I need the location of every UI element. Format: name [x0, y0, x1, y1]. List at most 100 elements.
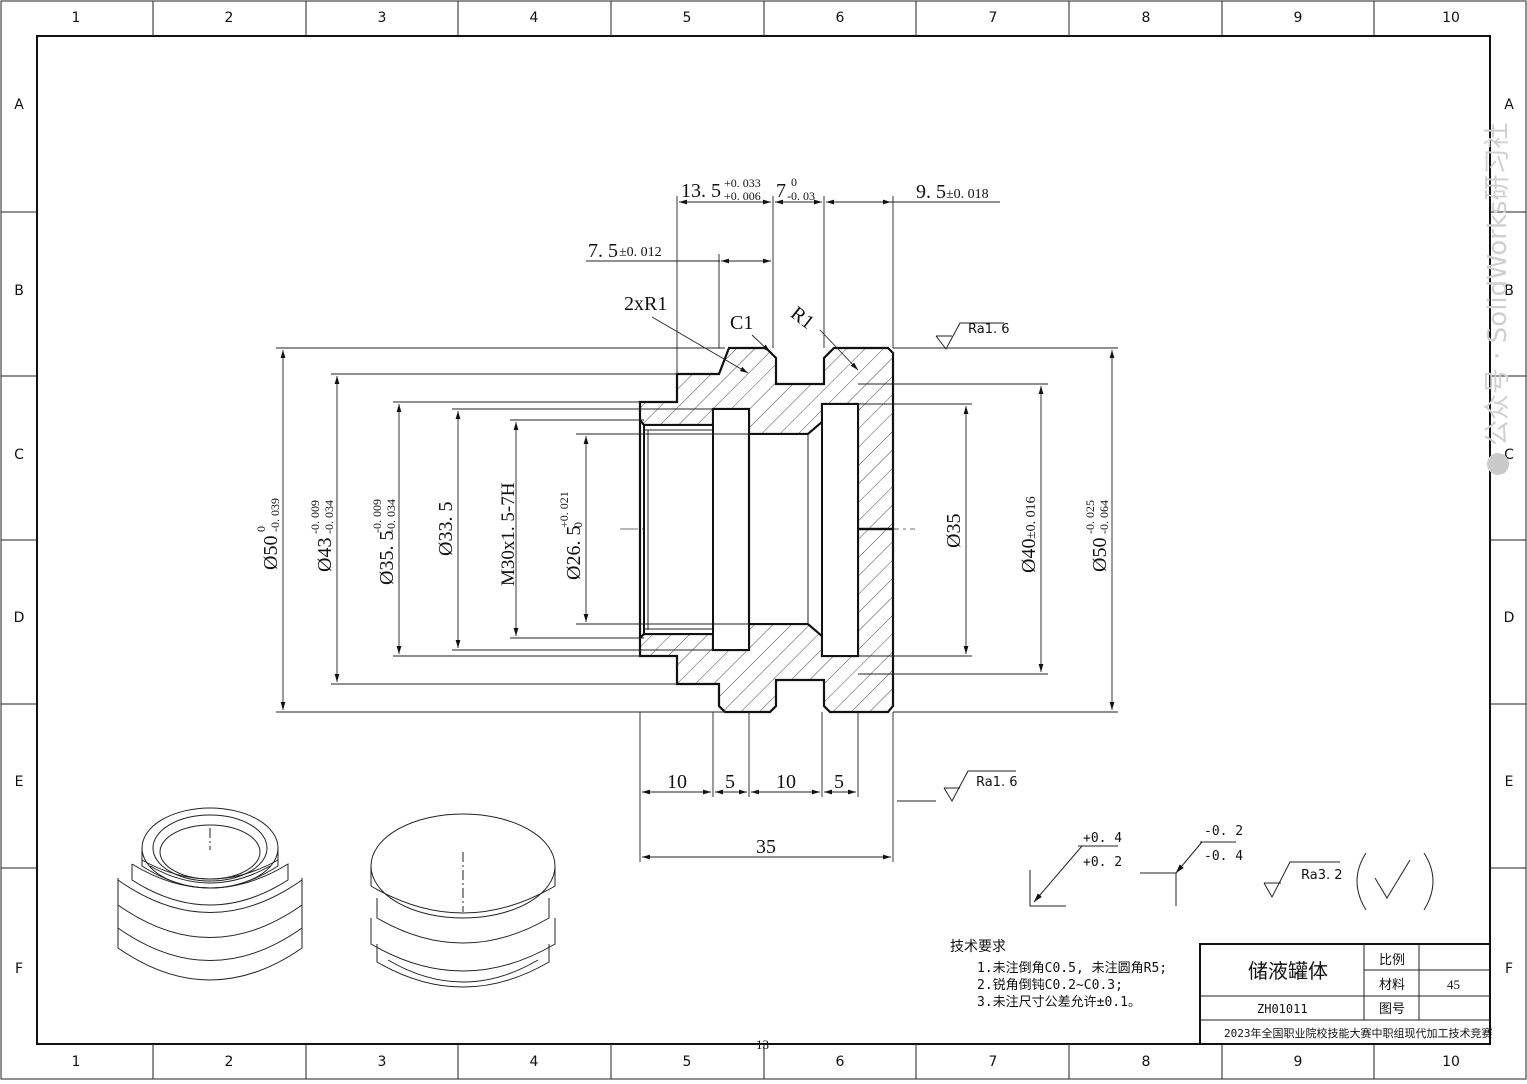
dim-d50-right: Ø50 [1089, 538, 1111, 572]
zone-column-label: 5 [683, 1054, 692, 1070]
drawing-no-label: 图号 [1379, 1002, 1405, 1017]
dim-b-5a: 5 [725, 771, 735, 793]
zone-column-label: 9 [1294, 1054, 1303, 1070]
zone-row-label: A [1504, 97, 1514, 113]
dim-d43-tol-upper: -0. 009 [308, 500, 322, 534]
material-value: 45 [1447, 977, 1460, 992]
check-mark-symbol [1374, 859, 1411, 899]
dim-d43-tol-lower: -0. 034 [322, 500, 336, 534]
legend-plus-lower: +0. 2 [1083, 855, 1122, 870]
dim-d50-left: Ø50 [260, 536, 282, 570]
zone-row-label: D [14, 610, 25, 626]
zone-row-label: B [14, 283, 24, 299]
dim-d40: Ø40 [1018, 539, 1040, 573]
dim-7-tol-lower: -0. 03 [787, 189, 815, 203]
dim-d26-5-tol-upper: +0. 021 [557, 491, 571, 528]
zone-column-label: 5 [683, 10, 692, 26]
zone-row-label: A [14, 97, 24, 113]
extension-lines [276, 196, 1118, 862]
dimension-lines [280, 199, 1115, 860]
left-dimension-labels: Ø50 0 -0. 039 Ø43 -0. 009 -0. 034 Ø35. 5… [254, 482, 585, 586]
dim-d50-right-tol-lower: -0. 064 [1097, 500, 1111, 534]
legend-minus-lower: -0. 4 [1204, 849, 1243, 864]
radius-callout: R1 [786, 302, 818, 334]
bottom-dimension-labels: 10 5 10 5 35 [667, 771, 844, 858]
legend-plus-upper: +0. 4 [1083, 831, 1122, 846]
scale-label: 比例 [1379, 953, 1405, 968]
roughness-bottom: Ra1. 6 [943, 770, 1018, 803]
dim-d50-right-tol-upper: -0. 025 [1083, 500, 1097, 534]
zone-column-label: 1 [72, 1054, 81, 1070]
dim-7-tol-upper: 0 [791, 175, 797, 189]
zone-row-label: F [15, 961, 23, 977]
legend-minus-upper: -0. 2 [1204, 824, 1243, 839]
top-dimension-labels: 13. 5 +0. 033 +0. 006 7 0 -0. 03 9. 5 ±0… [588, 175, 989, 334]
zone-column-label: 7 [989, 1054, 998, 1070]
undercut-groove [712, 408, 750, 651]
zone-column-label: 4 [530, 1054, 539, 1070]
zone-column-label: 3 [378, 10, 387, 26]
zone-row-label: E [1505, 774, 1514, 790]
dim-b-10a: 10 [667, 771, 687, 793]
chamfer-callout: C1 [730, 312, 753, 334]
zone-row-label: B [1504, 283, 1514, 299]
dim-d40-tol: ±0. 016 [1024, 496, 1039, 539]
zone-row-label: C [1504, 447, 1514, 463]
dim-total-35: 35 [756, 836, 776, 858]
dim-b-10b: 10 [776, 771, 796, 793]
zone-row-label: F [1505, 961, 1513, 977]
zone-column-label: 10 [1442, 1054, 1460, 1070]
drawing-code: ZH01011 [1257, 1002, 1308, 1016]
fillet-callout: 2xR1 [624, 293, 667, 315]
dim-d35: Ø35 [943, 514, 965, 548]
watermark: 公众号 · SolidWorks研习社 [1483, 122, 1513, 475]
dim-9-5-tol: ±0. 018 [946, 187, 989, 202]
dim-d43: Ø43 [314, 538, 336, 572]
zone-column-label: 4 [530, 10, 539, 26]
dim-b-5b: 5 [834, 771, 844, 793]
zone-row-label: C [14, 447, 24, 463]
competition-name: 2023年全国职业院校技能大赛中职组现代加工技术竞赛 [1224, 1026, 1493, 1040]
right-dimension-labels: Ø35 Ø40 ±0. 016 Ø50 -0. 025 -0. 064 [943, 496, 1111, 573]
zone-column-label: 8 [1142, 1054, 1151, 1070]
tech-req-item-2: 2.锐角倒钝C0.2~C0.3; [977, 978, 1123, 993]
title-block: 储液罐体 比例 材料 45 图号 ZH01011 2023年全国职业院校技能大赛… [1199, 943, 1493, 1045]
zone-column-label: 9 [1294, 10, 1303, 26]
iso-view-1 [117, 807, 303, 981]
dim-d50-left-tol-upper: 0 [254, 526, 268, 532]
tech-requirements: 技术要求 1.未注倒角C0.5, 未注圆角R5; 2.锐角倒钝C0.2~C0.3… [950, 939, 1167, 1010]
zone-column-label: 7 [989, 10, 998, 26]
dim-13-5-tol-upper: +0. 033 [724, 176, 761, 190]
dim-d33-5: Ø33. 5 [435, 502, 457, 556]
dim-7: 7 [776, 180, 786, 202]
part-name: 储液罐体 [1248, 959, 1328, 983]
zone-row-label: E [15, 774, 24, 790]
tech-req-title: 技术要求 [950, 939, 1006, 955]
dim-d26-5-tol-lower: 0 [571, 522, 585, 528]
zone-row-label: D [1504, 610, 1515, 626]
zone-column-label: 2 [225, 1054, 234, 1070]
tolerance-legend: +0. 4 +0. 2 -0. 2 -0. 4 Ra3. 2 [1029, 824, 1434, 911]
zone-column-label: 8 [1142, 10, 1151, 26]
dim-7-5: 7. 5 [588, 240, 618, 262]
section-view [620, 346, 915, 714]
watermark-text: 公众号 · SolidWorks研习社 [1483, 122, 1513, 446]
iso-view-2 [370, 813, 556, 988]
dim-7-5-tol: ±0. 012 [619, 245, 662, 260]
roughness-bottom-label: Ra1. 6 [976, 775, 1018, 790]
page-number: 13 [756, 1037, 769, 1052]
inner-groove [821, 403, 859, 657]
dim-d35-5-tol-upper: -0. 009 [370, 499, 384, 533]
zone-column-label: 6 [836, 1054, 845, 1070]
dim-9-5: 9. 5 [916, 181, 946, 203]
roughness-top: Ra1. 6 [935, 322, 1010, 350]
dim-d50-left-tol-lower: -0. 039 [268, 498, 282, 532]
roughness-top-label: Ra1. 6 [968, 322, 1010, 337]
dim-d35-5-tol-lower: -0. 034 [384, 499, 398, 533]
dim-d26-5: Ø26. 5 [563, 526, 585, 580]
zone-column-label: 2 [225, 10, 234, 26]
zone-column-label: 10 [1442, 10, 1460, 26]
